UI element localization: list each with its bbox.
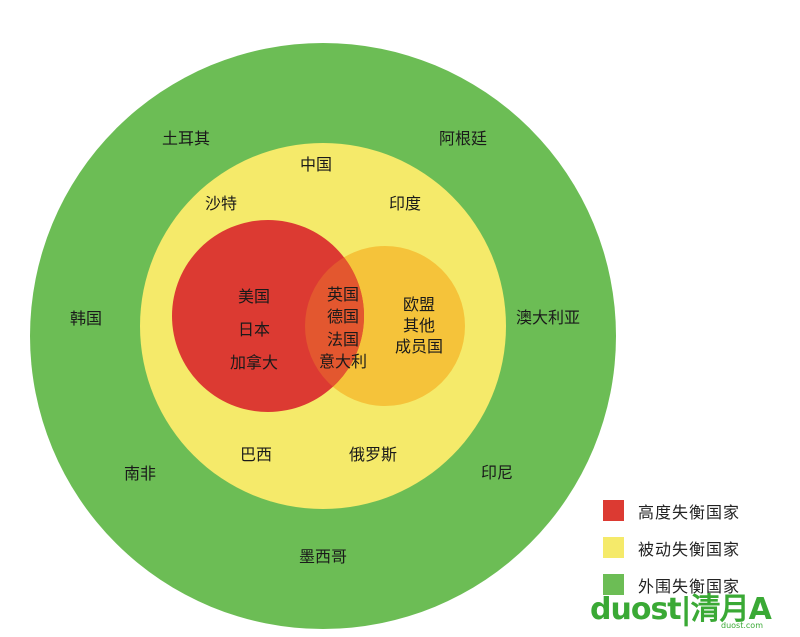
label-eu: 欧盟 — [402, 294, 436, 314]
legend-item-passive: 被动失衡国家 — [603, 529, 740, 566]
label-saudi: 沙特 — [204, 194, 238, 213]
label-other: 其他 — [402, 315, 436, 335]
label-japan: 日本 — [237, 319, 271, 339]
overlap-countries: 英国 德国 法国 意大利 — [319, 284, 367, 374]
label-south-africa: 南非 — [123, 464, 157, 483]
label-indonesia: 印尼 — [480, 463, 514, 482]
legend-item-peripheral: 外围失衡国家 — [603, 566, 740, 603]
watermark-logo: duost|清月A duost.com — [590, 584, 785, 632]
label-uk: 英国 — [326, 285, 360, 305]
eu-other-members: 欧盟 其他 成员国 — [395, 295, 443, 357]
label-argentina: 阿根廷 — [438, 129, 488, 148]
label-korea: 韩国 — [69, 309, 103, 328]
label-germany: 德国 — [326, 307, 360, 327]
label-italy: 意大利 — [318, 352, 368, 372]
legend-label-peripheral: 外围失衡国家 — [638, 576, 741, 596]
label-india: 印度 — [388, 194, 422, 213]
label-members: 成员国 — [394, 336, 444, 356]
high-imbalance-countries: 美国 日本 加拿大 — [230, 281, 278, 379]
overlap-region — [305, 246, 364, 406]
legend-swatch-peripheral — [603, 574, 624, 595]
legend-swatch-passive — [603, 537, 624, 558]
label-australia: 澳大利亚 — [515, 308, 581, 327]
watermark-url: duost.com — [721, 621, 763, 630]
label-france: 法国 — [326, 330, 360, 349]
legend-item-high: 高度失衡国家 — [603, 492, 740, 529]
legend-label-high: 高度失衡国家 — [638, 502, 741, 522]
legend: 高度失衡国家 被动失衡国家 外围失衡国家 — [603, 492, 740, 603]
label-usa: 美国 — [237, 286, 271, 306]
label-brazil: 巴西 — [239, 445, 273, 464]
label-turkey: 土耳其 — [161, 129, 211, 148]
label-canada: 加拿大 — [229, 352, 279, 372]
watermark-text: duost|清月A — [590, 592, 772, 627]
label-russia: 俄罗斯 — [348, 445, 398, 464]
label-mexico: 墨西哥 — [298, 547, 348, 566]
label-china: 中国 — [299, 155, 333, 174]
legend-swatch-high — [603, 500, 624, 521]
legend-label-passive: 被动失衡国家 — [638, 539, 741, 559]
